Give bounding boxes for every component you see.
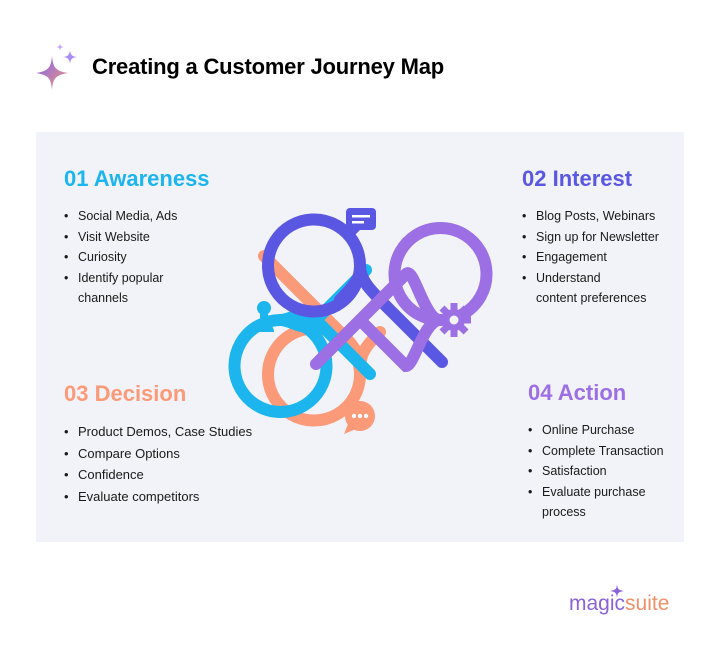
gear-icon (437, 303, 471, 337)
list-item: Curiosity (64, 247, 210, 268)
list-item-continuation: content preferences (536, 291, 647, 305)
list-item: Product Demos, Case Studies (64, 421, 252, 443)
list-item: Sign up for Newsletter (522, 227, 659, 248)
list-item: Social Media, Ads (64, 206, 210, 227)
list-item: Understand (522, 268, 659, 289)
list-item: Complete Transaction (528, 441, 664, 462)
stage-list-awareness: Social Media, Ads Visit Website Curiosit… (64, 206, 210, 309)
stage-list-interest: Blog Posts, Webinars Sign up for Newslet… (522, 206, 659, 309)
chat-bubble-icon (344, 401, 375, 434)
stage-heading-awareness: 01 Awareness (64, 166, 210, 191)
list-item: Satisfaction (528, 461, 664, 482)
list-item: Blog Posts, Webinars (522, 206, 659, 227)
user-icon (254, 301, 274, 332)
list-item: Evaluate purchase (528, 482, 664, 503)
message-icon (346, 208, 376, 238)
stage-heading-decision: 03 Decision (64, 381, 187, 406)
stage-decision: 03 Decision Product Demos, Case Studies … (64, 381, 252, 507)
brand-sparkle-icon (610, 584, 624, 598)
journey-loop-diagram (228, 208, 493, 434)
list-item: Evaluate competitors (64, 486, 252, 508)
list-item: Visit Website (64, 227, 210, 248)
brand-logo: magicsuite (569, 592, 669, 616)
list-item: Online Purchase (528, 420, 664, 441)
list-item: Compare Options (64, 443, 252, 465)
list-item: Engagement (522, 247, 659, 268)
list-item: Identify popular (64, 268, 210, 289)
stage-list-action: Online Purchase Complete Transaction Sat… (528, 420, 664, 523)
stage-heading-action: 04 Action (528, 380, 627, 405)
list-item-continuation: channels (78, 291, 129, 305)
stage-list-decision: Product Demos, Case Studies Compare Opti… (64, 421, 252, 507)
stage-action: 04 Action Online Purchase Complete Trans… (528, 380, 664, 523)
stage-interest: 02 Interest Blog Posts, Webinars Sign up… (522, 166, 659, 309)
sparkle-logo-icon (36, 43, 77, 90)
stage-awareness: 01 Awareness Social Media, Ads Visit Web… (64, 166, 210, 309)
interest-loop (262, 213, 448, 368)
page-title: Creating a Customer Journey Map (92, 54, 444, 79)
brand-logo-suite: suite (625, 592, 670, 615)
stage-heading-interest: 02 Interest (522, 166, 633, 191)
brand-logo-magic: magic (569, 592, 626, 615)
list-item: Confidence (64, 464, 252, 486)
list-item-continuation: process (542, 505, 586, 519)
